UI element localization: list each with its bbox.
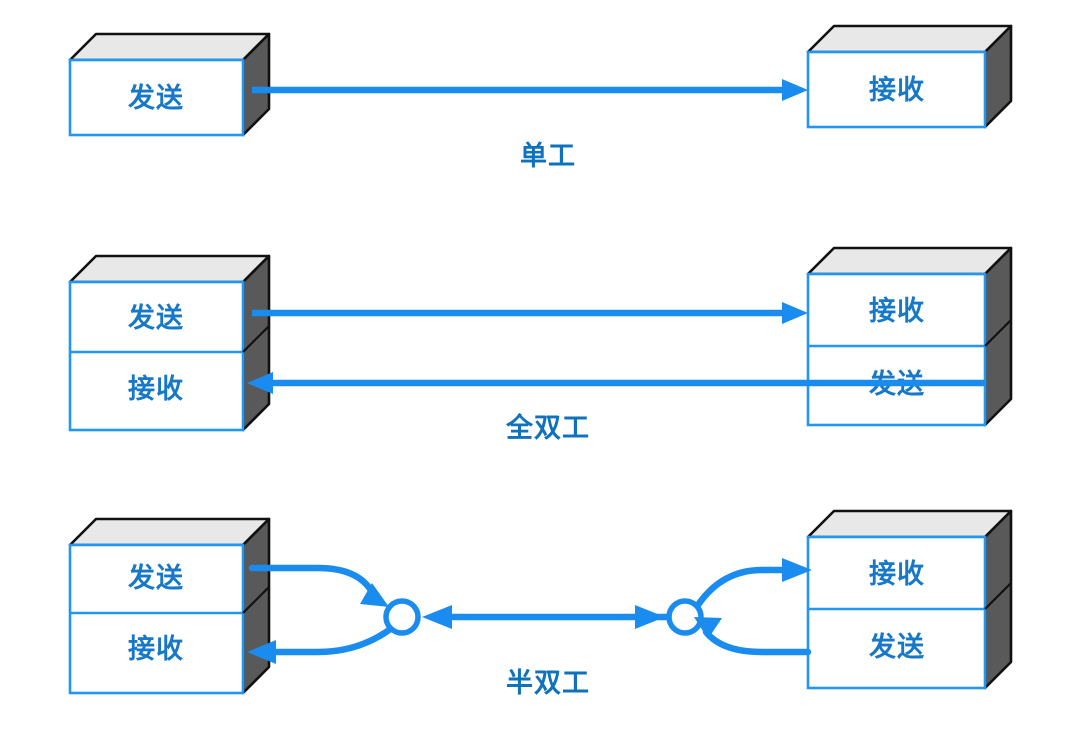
arrowhead-left xyxy=(247,640,276,664)
box-cell-label: 发送 xyxy=(868,631,925,662)
simplex-left-box: 发送 xyxy=(68,32,271,137)
halfduplex-right-box: 接收 发送 xyxy=(806,509,1013,690)
arrowhead-up-left xyxy=(694,617,722,639)
box-side-divider xyxy=(984,319,1012,347)
box-cell-label: 接收 xyxy=(869,559,925,589)
arrowhead-right xyxy=(635,605,665,629)
box-side-face xyxy=(983,509,1013,690)
box-top-face xyxy=(806,24,1013,54)
box-side-face xyxy=(241,254,271,432)
arrowhead-right xyxy=(782,79,808,101)
box-cell-label: 接收 xyxy=(869,75,925,105)
right-hub-node xyxy=(666,598,704,636)
box-front-face xyxy=(68,280,245,432)
box-cell-label: 接收 xyxy=(128,634,184,664)
mode-label-simplex: 单工 xyxy=(520,141,576,171)
arrowhead-down-right xyxy=(360,583,389,607)
mode-label-half-duplex: 半双工 xyxy=(506,668,590,698)
halfduplex-left-box: 发送 接收 xyxy=(68,517,271,695)
box-front-face xyxy=(68,58,245,137)
box-front-face xyxy=(806,50,987,129)
box-front-face xyxy=(806,535,987,690)
row-half-duplex: 发送 接收 接收 发送 xyxy=(68,509,1013,698)
fullduplex-right-box: 接收 发送 xyxy=(806,246,1013,427)
box-front-face xyxy=(806,272,987,427)
box-cell-label: 接收 xyxy=(869,296,925,326)
arrowhead-right xyxy=(782,558,812,582)
box-cell-label: 发送 xyxy=(127,82,184,113)
fullduplex-left-box: 发送 接收 xyxy=(68,254,271,432)
box-cell-label: 接收 xyxy=(128,374,184,404)
box-top-face xyxy=(68,254,271,284)
link-fullduplex-send-to-receive xyxy=(252,302,808,324)
box-top-face xyxy=(806,509,1013,539)
box-top-face xyxy=(806,246,1013,276)
box-side-divider xyxy=(984,582,1012,610)
arrowhead-left xyxy=(422,605,452,629)
link-fullduplex-receive-from-send xyxy=(247,372,985,394)
box-side-face xyxy=(983,246,1013,427)
box-front-face xyxy=(68,543,245,695)
link-halfduplex-hub-to-right-receive xyxy=(694,558,812,609)
link-halfduplex-left-send-to-hub xyxy=(248,564,389,607)
simplex-right-box: 接收 xyxy=(806,24,1013,129)
box-cell-label: 发送 xyxy=(127,302,184,333)
row-simplex: 发送 接收 单工 xyxy=(68,24,1013,171)
arrowhead-left xyxy=(247,372,273,394)
link-halfduplex-hub-to-left-receive xyxy=(247,626,393,664)
link-simplex-send-to-receive xyxy=(252,79,808,101)
box-top-face xyxy=(68,517,271,547)
row-full-duplex: 发送 接收 接收 发送 全双工 xyxy=(68,246,1013,443)
link-halfduplex-right-send-to-hub xyxy=(694,617,812,656)
arrowhead-right xyxy=(782,302,808,324)
box-side-divider xyxy=(242,325,270,353)
mode-label-full-duplex: 全双工 xyxy=(505,412,590,443)
left-hub-node xyxy=(383,598,421,636)
link-halfduplex-trunk xyxy=(422,605,668,629)
box-side-face xyxy=(241,517,271,695)
box-top-face xyxy=(68,32,271,62)
box-cell-label: 发送 xyxy=(127,562,184,593)
box-side-divider xyxy=(242,586,270,614)
